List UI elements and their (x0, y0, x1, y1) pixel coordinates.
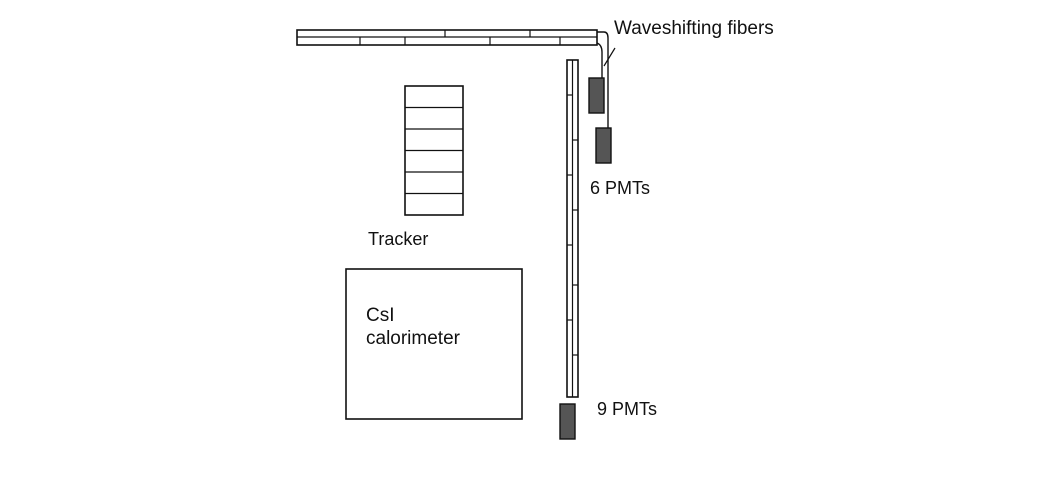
waveshifting-fibers-label: Waveshifting fibers (614, 18, 774, 39)
calorimeter-label-line1: CsI (366, 305, 395, 326)
fiber-path-inner (596, 42, 603, 78)
side-scintillator-panel (566, 59, 579, 398)
calorimeter-box (345, 268, 523, 420)
waveshifting-fiber-bundle (596, 31, 616, 128)
pmt-upper-1 (588, 77, 605, 114)
tracker-label: Tracker (368, 229, 428, 249)
pmt-upper-2 (595, 127, 612, 164)
calorimeter-label-line2: calorimeter (366, 328, 461, 349)
top-scintillator-panel (296, 29, 598, 46)
pmts-bottom-label: 9 PMTs (597, 399, 657, 419)
pmt-lower (559, 403, 576, 440)
tracker (404, 85, 464, 216)
pmts-top-label: 6 PMTs (590, 178, 650, 198)
waveshifting-leader-line (603, 47, 616, 67)
fiber-path-outer (597, 31, 609, 112)
